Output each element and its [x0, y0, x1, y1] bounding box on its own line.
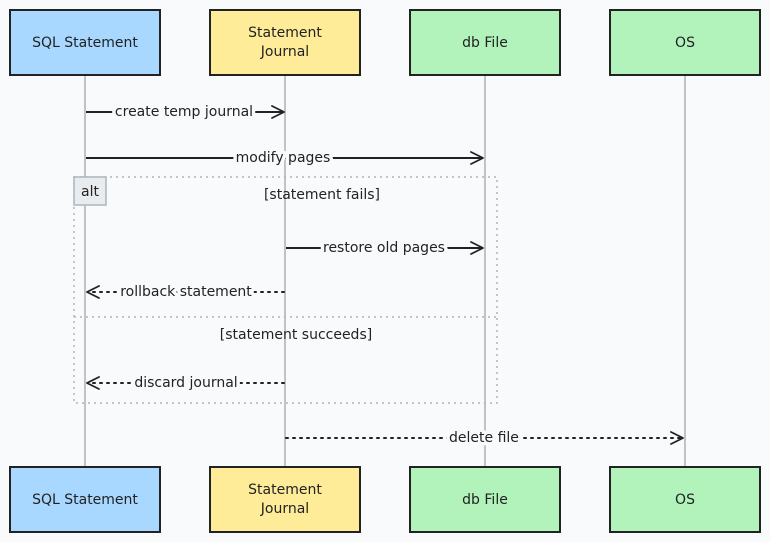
alt-fragment: alt [statement fails] [statement succeed…	[73, 176, 498, 404]
actor-label: SQL Statement	[32, 492, 138, 508]
actor-label-line-1: Statement	[248, 482, 322, 498]
actor-label: OS	[675, 35, 695, 51]
lifelines	[84, 75, 686, 467]
message-label: rollback statement	[120, 284, 252, 300]
actor-box	[409, 466, 561, 533]
actor-sql-statement-top: SQL Statement	[9, 9, 161, 76]
actor-label-line-2: Journal	[260, 44, 309, 60]
message-label: restore old pages	[323, 240, 445, 256]
actor-os-top: OS	[609, 9, 761, 76]
actors-top: SQL Statement Statement Journal db File …	[9, 9, 761, 76]
actor-box	[9, 9, 161, 76]
alt-frame-border	[73, 176, 498, 404]
actor-box	[9, 466, 161, 533]
actor-label-line-1: Statement	[248, 25, 322, 41]
alt-condition-fails: [statement fails]	[264, 187, 380, 203]
actor-label: db File	[462, 35, 508, 51]
actor-label: SQL Statement	[32, 35, 138, 51]
message-label: discard journal	[134, 375, 237, 391]
message-restore-old-pages: restore old pages	[286, 237, 484, 260]
message-discard-journal: discard journal	[86, 372, 285, 395]
actor-db-file-top: db File	[409, 9, 561, 76]
message-delete-file: delete file	[285, 427, 684, 450]
message-label: create temp journal	[115, 104, 253, 120]
message-modify-pages: modify pages	[86, 147, 484, 170]
message-label: modify pages	[236, 150, 331, 166]
actor-os-bottom: OS	[609, 466, 761, 533]
actor-box	[409, 9, 561, 76]
actor-statement-journal-bottom: Statement Journal	[209, 466, 361, 533]
actors-bottom: SQL Statement Statement Journal db File …	[9, 466, 761, 533]
actor-statement-journal-top: Statement Journal	[209, 9, 361, 76]
message-label: delete file	[449, 430, 519, 446]
alt-tag-text: alt	[81, 184, 99, 200]
message-rollback-statement: rollback statement	[86, 281, 285, 304]
alt-condition-succeeds: [statement succeeds]	[220, 327, 372, 343]
actor-box	[609, 9, 761, 76]
actor-label: OS	[675, 492, 695, 508]
actor-box	[209, 9, 361, 76]
actor-label: db File	[462, 492, 508, 508]
alt-tag	[73, 176, 107, 206]
message-create-temp-journal: create temp journal	[86, 101, 285, 124]
actor-sql-statement-bottom: SQL Statement	[9, 466, 161, 533]
actor-db-file-bottom: db File	[409, 466, 561, 533]
actor-box	[209, 466, 361, 533]
actor-box	[609, 466, 761, 533]
messages: create temp journal modify pages restore…	[86, 101, 684, 450]
actor-label-line-2: Journal	[260, 501, 309, 517]
